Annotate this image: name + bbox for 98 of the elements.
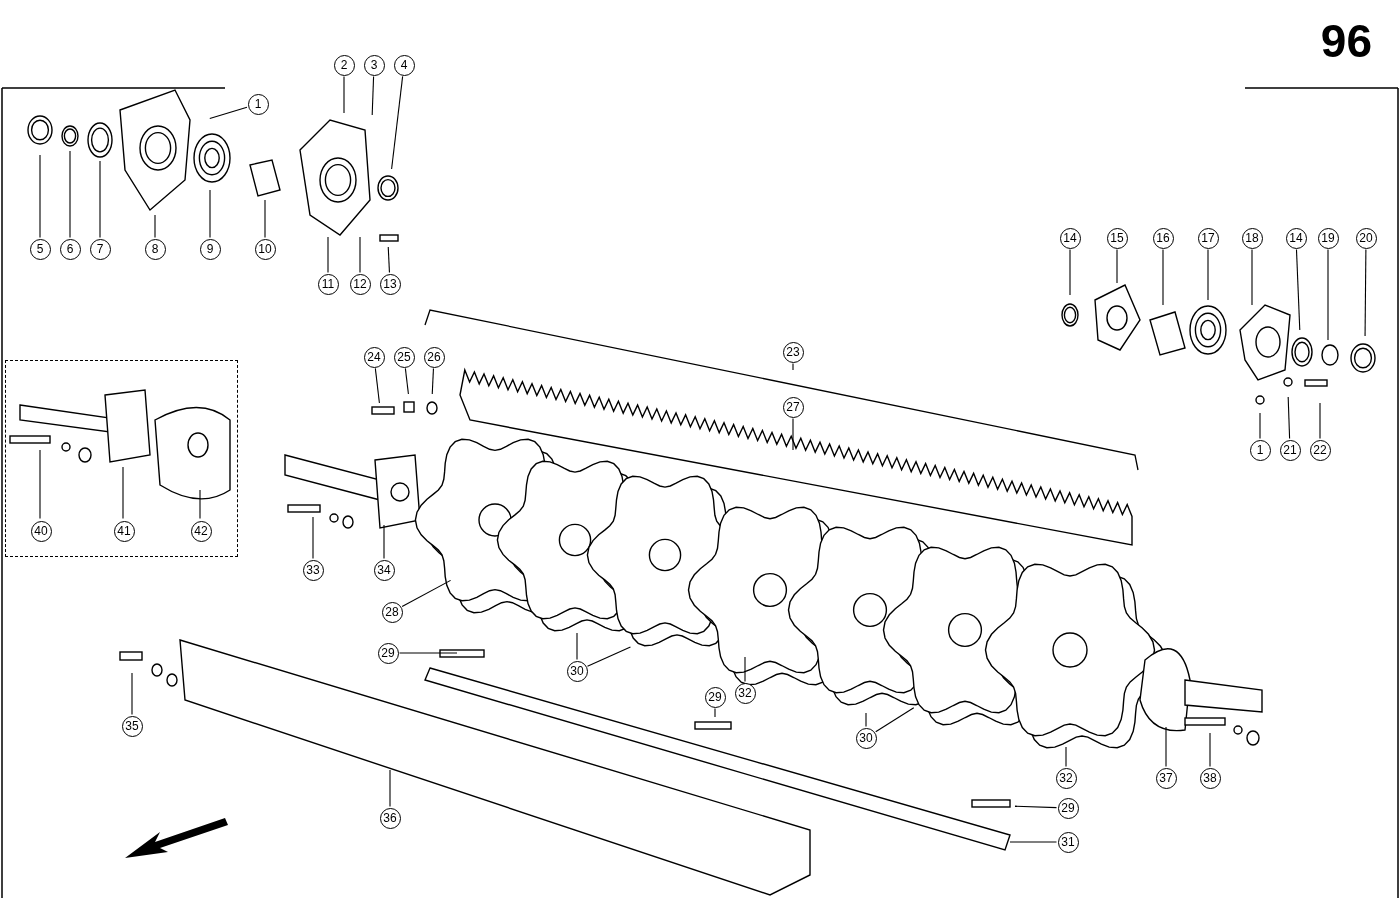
leader-line bbox=[431, 367, 434, 395]
callout-number: 2 bbox=[333, 54, 355, 76]
leader-line bbox=[312, 516, 314, 560]
dashed-group-frame bbox=[5, 360, 238, 557]
callout-number: 24 bbox=[363, 346, 385, 368]
leader-line bbox=[1065, 746, 1067, 768]
callout-number: 23 bbox=[782, 341, 804, 363]
page-number: 96 bbox=[1320, 14, 1372, 68]
leader-line bbox=[99, 160, 101, 239]
callout-number: 4 bbox=[393, 54, 415, 76]
callout-number: 36 bbox=[379, 807, 401, 829]
callout-number: 33 bbox=[302, 559, 324, 581]
leader-line bbox=[359, 236, 361, 274]
callout-number: 8 bbox=[144, 238, 166, 260]
callout-number: 15 bbox=[1106, 227, 1128, 249]
leader-line bbox=[264, 199, 266, 239]
leader-line bbox=[1319, 402, 1321, 440]
leader-line bbox=[209, 189, 211, 239]
leader-line bbox=[39, 154, 41, 239]
leader-line bbox=[122, 466, 124, 520]
leader-line bbox=[1259, 412, 1261, 440]
callout-number: 9 bbox=[199, 238, 221, 260]
leader-line bbox=[401, 579, 452, 608]
callout-number: 16 bbox=[1152, 227, 1174, 249]
leader-line bbox=[792, 417, 794, 451]
leader-line bbox=[389, 769, 391, 808]
callout-number: 19 bbox=[1317, 227, 1339, 249]
callout-number: 32 bbox=[734, 682, 756, 704]
leader-line bbox=[69, 150, 71, 239]
callout-number: 37 bbox=[1155, 767, 1177, 789]
leader-line bbox=[1364, 248, 1367, 337]
callout-number: 1 bbox=[247, 93, 269, 115]
leader-line bbox=[865, 712, 867, 728]
leader-line bbox=[1162, 248, 1164, 306]
callout-number: 22 bbox=[1309, 439, 1331, 461]
leader-line bbox=[391, 75, 404, 170]
callout-number: 1 bbox=[1249, 439, 1271, 461]
leader-line bbox=[371, 75, 375, 116]
callout-number: 17 bbox=[1197, 227, 1219, 249]
leader-line bbox=[398, 652, 458, 654]
leader-line bbox=[576, 632, 578, 661]
leader-line bbox=[744, 656, 746, 683]
callout-number: 11 bbox=[317, 273, 339, 295]
callout-number: 40 bbox=[30, 520, 52, 542]
leader-line bbox=[1209, 732, 1211, 768]
leader-line bbox=[343, 75, 345, 114]
callout-number: 7 bbox=[89, 238, 111, 260]
callout-number: 18 bbox=[1241, 227, 1263, 249]
leader-line bbox=[792, 362, 794, 371]
callout-number: 28 bbox=[381, 601, 403, 623]
callout-number: 31 bbox=[1057, 831, 1079, 853]
leader-line bbox=[327, 236, 329, 274]
leader-line bbox=[209, 106, 248, 120]
leader-line bbox=[586, 646, 631, 667]
callout-number: 34 bbox=[373, 559, 395, 581]
callout-number: 41 bbox=[113, 520, 135, 542]
callout-number: 14 bbox=[1285, 227, 1307, 249]
leader-line bbox=[374, 367, 380, 404]
leader-line bbox=[1295, 248, 1301, 331]
leader-line bbox=[1207, 248, 1209, 301]
callout-number: 13 bbox=[379, 273, 401, 295]
leader-line bbox=[1165, 726, 1167, 768]
callout-number: 42 bbox=[190, 520, 212, 542]
leader-line bbox=[199, 489, 201, 520]
leader-line bbox=[875, 707, 915, 733]
leader-line bbox=[1251, 248, 1253, 306]
leader-line bbox=[404, 367, 409, 395]
callout-number: 30 bbox=[855, 727, 877, 749]
leader-line bbox=[1287, 396, 1291, 440]
callout-number: 3 bbox=[363, 54, 385, 76]
callout-number: 21 bbox=[1279, 439, 1301, 461]
callout-number: 10 bbox=[254, 238, 276, 260]
leader-line bbox=[154, 214, 156, 239]
callout-number: 38 bbox=[1199, 767, 1221, 789]
callout-number: 29 bbox=[704, 686, 726, 708]
leader-line bbox=[383, 524, 385, 560]
callout-number: 35 bbox=[121, 715, 143, 737]
callout-number: 6 bbox=[59, 238, 81, 260]
leader-line bbox=[1069, 248, 1071, 296]
callout-number: 12 bbox=[349, 273, 371, 295]
callout-number: 5 bbox=[29, 238, 51, 260]
callout-number: 20 bbox=[1355, 227, 1377, 249]
leader-line bbox=[131, 672, 133, 716]
leader-line bbox=[39, 449, 41, 520]
leader-line bbox=[1009, 841, 1058, 843]
callout-number: 29 bbox=[377, 642, 399, 664]
callout-number: 25 bbox=[393, 346, 415, 368]
leader-line bbox=[387, 246, 390, 274]
leader-line bbox=[1116, 248, 1118, 284]
callout-number: 30 bbox=[566, 660, 588, 682]
leader-line bbox=[714, 707, 716, 718]
callout-number: 32 bbox=[1055, 767, 1077, 789]
callout-number: 29 bbox=[1057, 797, 1079, 819]
callout-number: 26 bbox=[423, 346, 445, 368]
leader-line bbox=[1014, 805, 1058, 809]
callout-number: 14 bbox=[1059, 227, 1081, 249]
leader-line bbox=[1327, 248, 1329, 341]
callout-number: 27 bbox=[782, 396, 804, 418]
